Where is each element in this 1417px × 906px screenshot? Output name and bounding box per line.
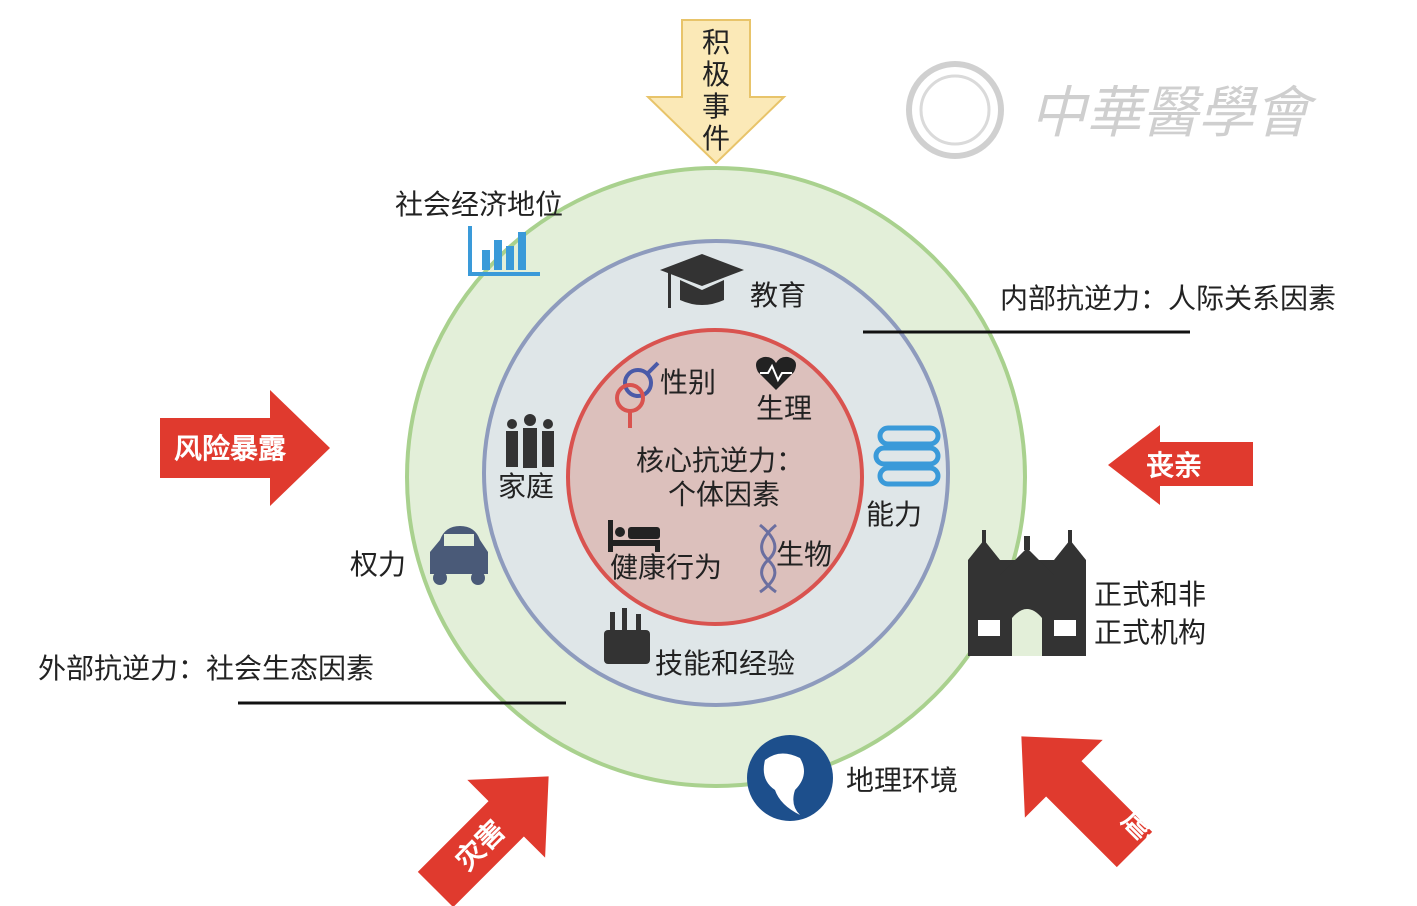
geography-label: 地理环境 <box>846 764 958 797</box>
books-icon <box>873 425 941 487</box>
bar-chart-icon <box>468 226 540 276</box>
arrow-positive-events-label: 积极事件 <box>702 26 730 155</box>
bed-icon <box>608 520 660 552</box>
arrow-disaster: 灾害 <box>417 776 549 906</box>
core-label-1: 核心抗逆力： <box>636 444 804 477</box>
family-label: 家庭 <box>498 470 554 503</box>
gender-label: 性别 <box>660 366 716 399</box>
arrow-bereavement: 丧亲 <box>1108 425 1253 505</box>
skills-label: 技能和经验 <box>655 647 795 680</box>
globe-icon <box>747 735 833 821</box>
health-behavior-label: 健康行为 <box>610 551 722 584</box>
church-icon <box>968 530 1086 656</box>
arrow-abuse: 虐待 <box>1021 736 1178 868</box>
education-label: 教育 <box>750 279 806 312</box>
institutions-label-1: 正式和非 <box>1094 578 1206 611</box>
biology-label: 生物 <box>776 538 832 571</box>
outer-ring-label: 外部抗逆力：社会生态因素 <box>38 652 374 685</box>
car-icon <box>430 526 488 585</box>
family-icon <box>506 414 554 468</box>
arrow-bereavement-label: 丧亲 <box>1146 449 1202 482</box>
dna-icon <box>759 523 777 594</box>
arrow-risk-exposure-label: 风险暴露 <box>174 432 287 465</box>
arrow-positive-events: 积极事件 <box>645 19 787 165</box>
ability-label: 能力 <box>866 498 922 531</box>
arrow-risk-exposure: 风险暴露 <box>160 390 330 506</box>
watermark-text: 中華醫學會 <box>1030 81 1317 146</box>
watermark-logo: 中華醫學會 <box>906 61 1317 159</box>
core-label-2: 个体因素 <box>668 478 780 511</box>
heart-pulse-icon <box>756 356 796 390</box>
power-label: 权力 <box>350 548 406 581</box>
institutions-label-2: 正式机构 <box>1094 616 1206 649</box>
graduation-cap-icon <box>660 254 744 308</box>
toolbox-icon <box>604 608 650 664</box>
physiology-label: 生理 <box>756 392 812 425</box>
middle-ring-label: 内部抗逆力：人际关系因素 <box>1000 282 1336 315</box>
ses-label: 社会经济地位 <box>395 188 563 221</box>
gender-icon <box>615 361 660 428</box>
